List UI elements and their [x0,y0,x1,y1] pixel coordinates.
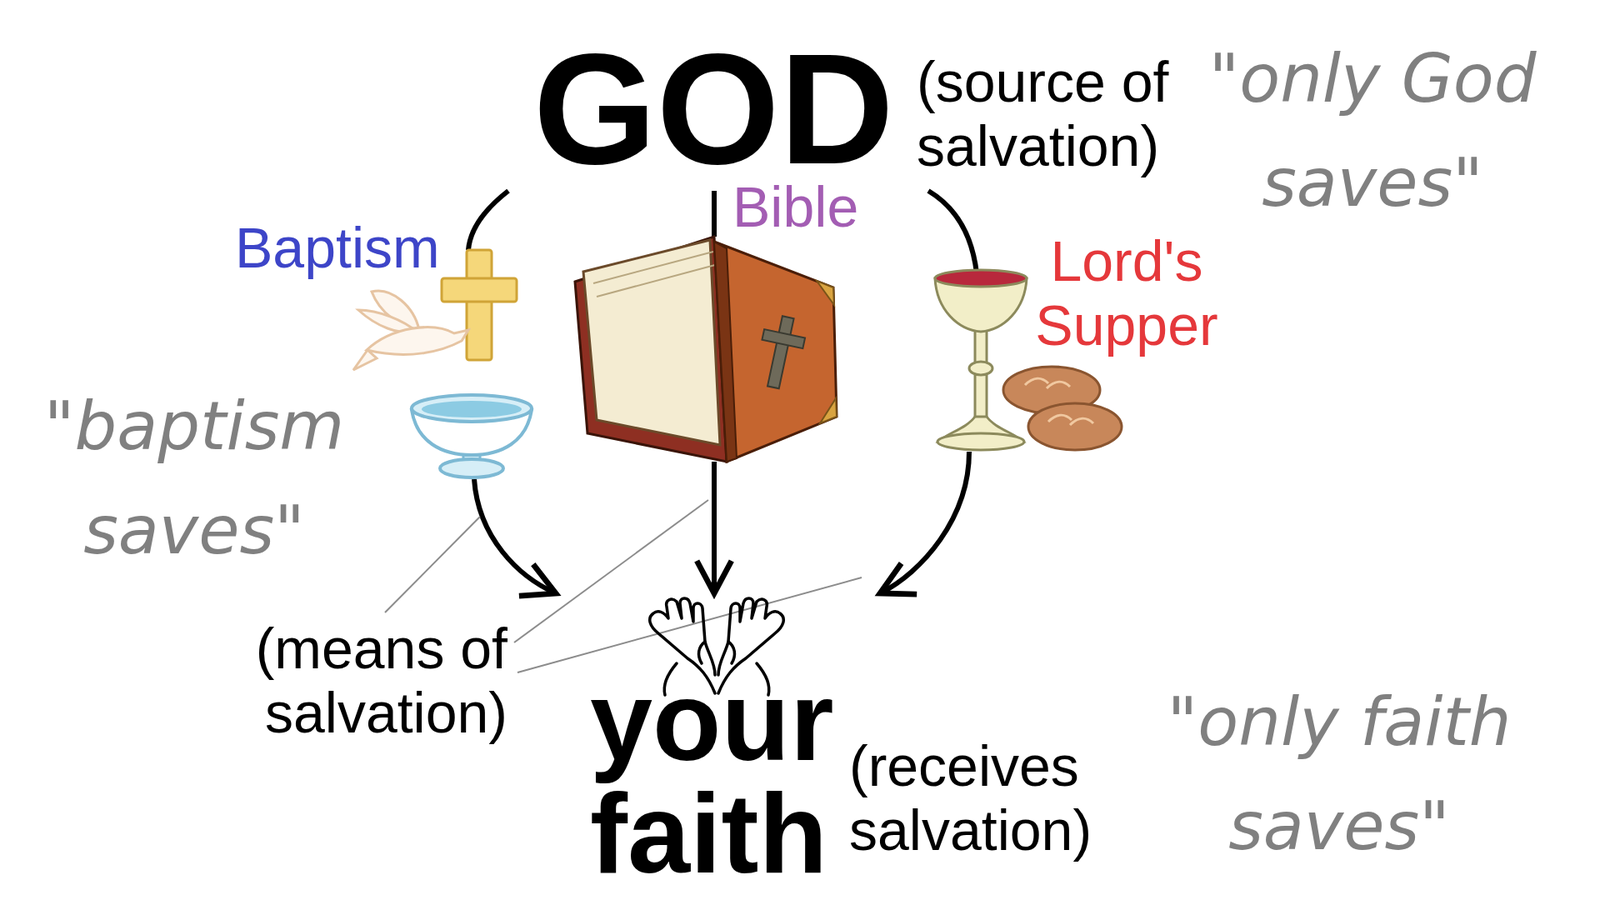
book-corner [816,280,835,305]
chalice-knob [969,361,993,375]
means-node: Lord's Supper [930,273,1123,452]
leader-line [385,516,480,613]
chalice-foot [937,433,1025,450]
cross-symbol [761,329,805,349]
means-node: Bible [569,236,840,462]
dove-body [366,327,469,355]
page-line [596,265,715,297]
hand-thumb [728,641,735,664]
source-node: GOD(source of salvation) [500,29,1195,191]
book-spine [714,241,737,462]
bible-icon [575,236,837,462]
main-heading: GOD [533,29,895,188]
leader-label: (means of salvation) [224,616,508,745]
baptism-icon [353,250,532,478]
bread-loaf [1028,403,1122,450]
quote-note: "baptism saves" [35,374,353,583]
bread-score [1048,415,1094,425]
main-heading: your faith [590,665,849,890]
role-note: (receives salvation) [849,734,1116,863]
hand-thumb [699,641,705,664]
receiver-node: your faith(receives salvation) [533,593,1120,894]
book-pages [583,240,720,445]
bowl-base [440,459,504,478]
role-note: (source of salvation) [916,50,1192,179]
means-label: Bible [732,175,859,240]
quote-note: "only God saves" [1193,26,1552,235]
connector-arrow [468,190,509,250]
cross-symbol [466,250,492,360]
book-cover [714,241,837,462]
leader-line [514,500,709,643]
book-cross [752,313,809,393]
cross-symbol [767,315,795,389]
book-corner [820,398,837,424]
connector-arrow [711,190,717,237]
connector-arrow [880,451,970,594]
connector-arrow [474,479,556,594]
bowl-water [421,400,522,418]
label-layer: "only God saves""baptism saves"(means of… [0,0,1600,209]
book-back-cover [575,236,727,462]
bowl-rim [411,395,532,422]
page-line [593,251,714,284]
bread-score [1025,378,1070,389]
means-label: Baptism [235,215,440,280]
cross-symbol [441,278,517,302]
means-label: Lord's Supper [1018,229,1235,358]
means-node: Baptism [351,250,536,480]
dove-tail [353,350,377,370]
chalice-wine [935,270,1027,287]
quote-note: "only faith saves" [1147,670,1531,879]
connector-arrow [711,461,717,594]
connector-arrow [928,190,977,274]
